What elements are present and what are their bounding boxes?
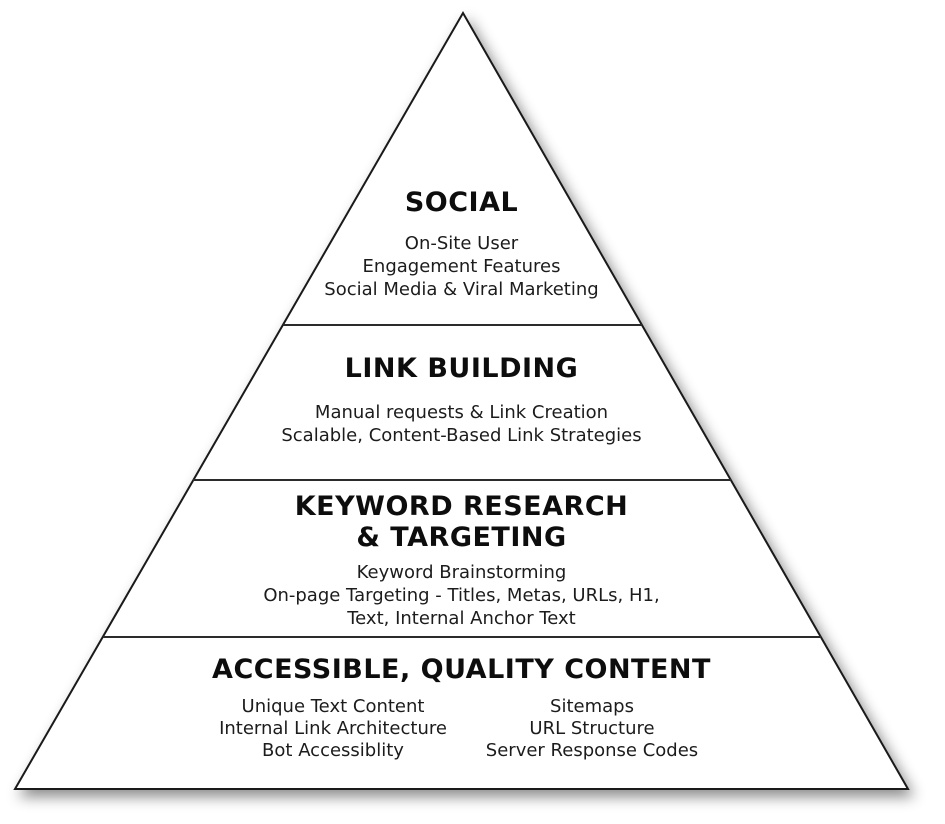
tier-link-building-line: Scalable, Content-Based Link Strategies [281, 425, 642, 446]
tier-accessible-content-title: ACCESSIBLE, QUALITY CONTENT [212, 654, 711, 685]
tier-social-line: Social Media & Viral Marketing [324, 279, 599, 300]
accessible-content-line: URL Structure [529, 718, 655, 739]
tier-keyword-research-title: KEYWORD RESEARCH & TARGETING [0, 491, 923, 553]
tier-social-line: Engagement Features [362, 256, 561, 277]
pyramid-outline [13, 10, 910, 790]
tier-keyword-research-line: Text, Internal Anchor Text [347, 608, 576, 629]
accessible-content-line: Server Response Codes [485, 740, 699, 761]
tier-social-title: SOCIAL [404, 187, 519, 218]
tier-keyword-research: KEYWORD RESEARCH & TARGETING Keyword Bra… [0, 491, 923, 630]
accessible-content-right-column: Sitemaps URL Structure Server Response C… [462, 696, 722, 762]
accessible-content-line: Internal Link Architecture [219, 718, 447, 739]
tier-link-building-title: LINK BUILDING [344, 353, 579, 384]
accessible-content-left-column: Unique Text Content Internal Link Archit… [203, 696, 463, 762]
accessible-content-line: Unique Text Content [241, 696, 425, 717]
tier-accessible-content-details: Unique Text Content Internal Link Archit… [0, 696, 923, 768]
tier-link-building-details: Manual requests & Link Creation Scalable… [0, 401, 923, 447]
tier-link-building-line: Manual requests & Link Creation [314, 402, 609, 423]
tier-keyword-research-line: On-page Targeting - Titles, Metas, URLs,… [263, 585, 660, 606]
tier-accessible-content: ACCESSIBLE, QUALITY CONTENT Unique Text … [0, 654, 923, 768]
tier-social-details: On-Site User Engagement Features Social … [0, 232, 923, 301]
tier-keyword-research-details: Keyword Brainstorming On-page Targeting … [0, 561, 923, 630]
tier-social-line: On-Site User [404, 233, 519, 254]
tier-keyword-research-title-line: & TARGETING [356, 522, 567, 553]
tier-keyword-research-line: Keyword Brainstorming [356, 562, 567, 583]
tier-keyword-research-title-line: KEYWORD RESEARCH [294, 491, 629, 522]
tier-link-building: LINK BUILDING Manual requests & Link Cre… [0, 353, 923, 447]
accessible-content-line: Bot Accessiblity [262, 740, 404, 761]
tier-social: SOCIAL On-Site User Engagement Features … [0, 187, 923, 301]
accessible-content-line: Sitemaps [550, 696, 634, 717]
